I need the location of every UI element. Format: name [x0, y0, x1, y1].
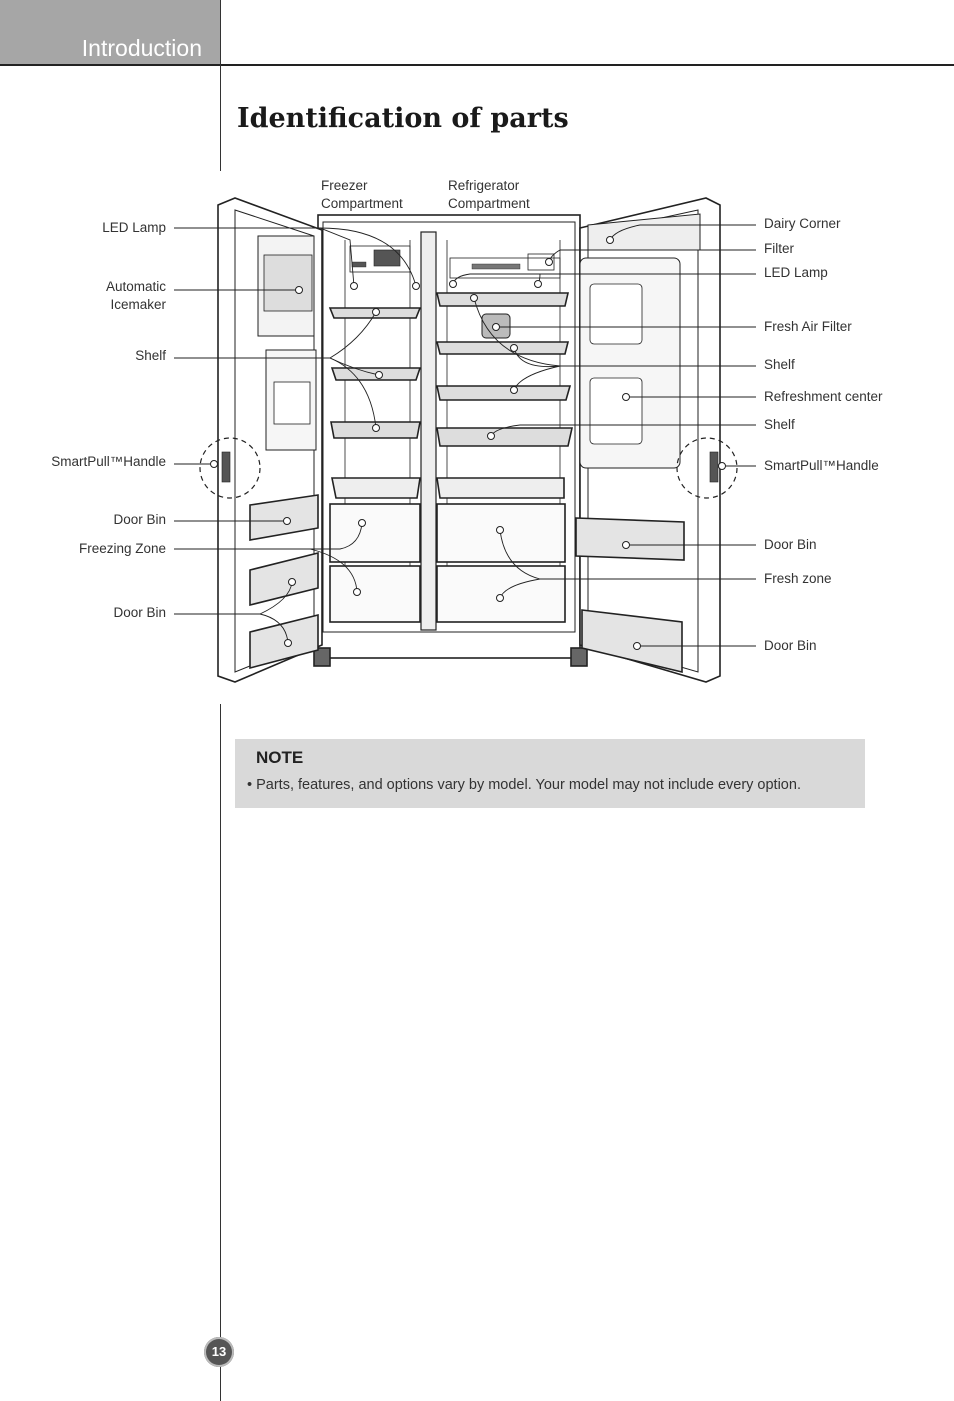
margin-rule-bottom: [220, 704, 221, 1401]
section-title: Introduction: [81, 35, 202, 61]
page-number: 13: [204, 1337, 234, 1367]
refrigerator-diagram: [174, 197, 756, 683]
label-automatic-icemaker: Automatic Icemaker: [105, 279, 166, 312]
label-shelf-right-1: Shelf: [764, 357, 795, 372]
header-rule: [0, 64, 954, 66]
label-fresh-zone: Fresh zone: [764, 571, 832, 586]
label-fresh-air-filter: Fresh Air Filter: [764, 319, 852, 334]
note-title: NOTE: [256, 748, 304, 767]
label-shelf-right-2: Shelf: [764, 417, 795, 432]
label-freezing-zone: Freezing Zone: [78, 541, 166, 556]
label-door-bin-right-1: Door Bin: [764, 537, 817, 552]
margin-rule-top: [220, 0, 221, 171]
label-refreshment-center: Refreshment center: [764, 389, 883, 404]
note-box: NOTE • Parts, features, and options vary…: [235, 739, 865, 808]
label-dairy-corner: Dairy Corner: [764, 216, 841, 231]
section-tab: Introduction: [0, 0, 220, 66]
label-door-bin-right-2: Door Bin: [764, 638, 817, 653]
note-text: • Parts, features, and options vary by m…: [247, 777, 801, 793]
label-smartpull-right: SmartPull™Handle: [764, 458, 879, 473]
label-refrigerator-compartment: Refrigerator Compartment: [448, 178, 530, 211]
label-door-bin-left-1: Door Bin: [113, 512, 166, 527]
label-smartpull-left: SmartPull™Handle: [51, 454, 166, 469]
label-led-lamp-left: LED Lamp: [102, 220, 166, 235]
label-filter: Filter: [764, 241, 794, 256]
label-freezer-compartment: Freezer Compartment: [321, 178, 403, 211]
page-title: Identification of parts: [237, 103, 569, 134]
label-door-bin-left-2: Door Bin: [113, 605, 166, 620]
label-led-lamp-right: LED Lamp: [764, 265, 828, 280]
label-shelf-left: Shelf: [135, 348, 166, 363]
